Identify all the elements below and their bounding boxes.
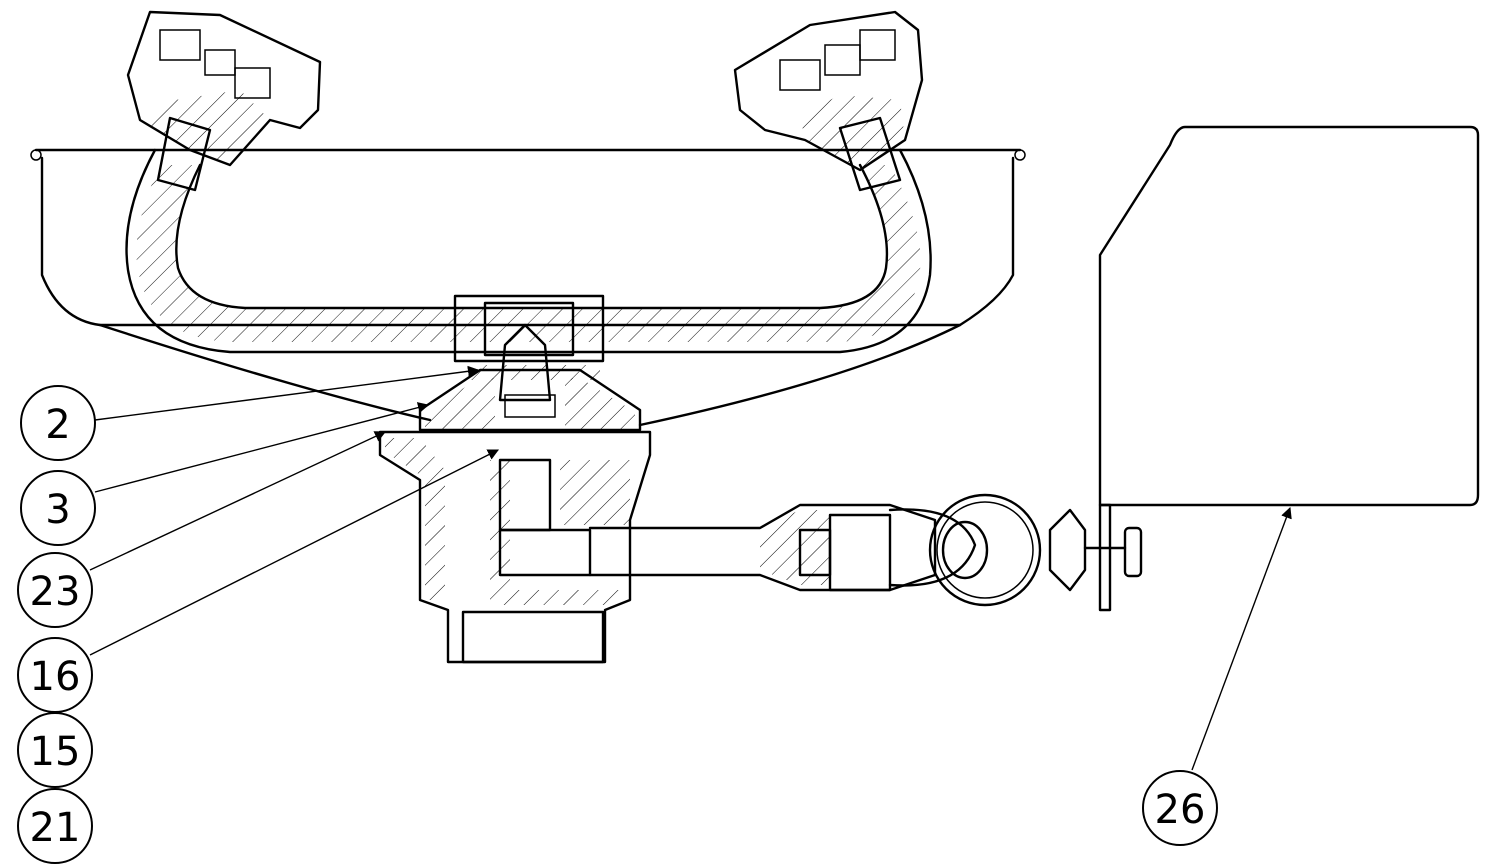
callout-15-label: 15 [30,729,81,775]
callout-23-label: 23 [30,569,81,615]
callout-16: 16 [17,637,93,713]
callout-2: 2 [20,385,96,461]
supply-pipe [125,148,932,354]
sign-board [1098,125,1480,507]
callout-16-label: 16 [30,654,81,700]
callout-26-label: 26 [1155,787,1206,833]
center-tee [418,294,642,432]
callout-23: 23 [17,552,93,628]
left-spray-head [126,10,322,192]
callout-2-label: 2 [45,402,70,448]
callout-21: 21 [17,788,93,864]
valve-handle [1048,503,1143,612]
callout-15: 15 [17,712,93,788]
callout-3: 3 [20,470,96,546]
leader-lines [89,365,1292,771]
callout-21-label: 21 [30,805,81,851]
right-spray-head [733,10,924,192]
drain-body [378,430,652,664]
callout-26: 26 [1142,770,1218,846]
callout-3-label: 3 [45,487,70,533]
feed-arm [498,493,1042,607]
